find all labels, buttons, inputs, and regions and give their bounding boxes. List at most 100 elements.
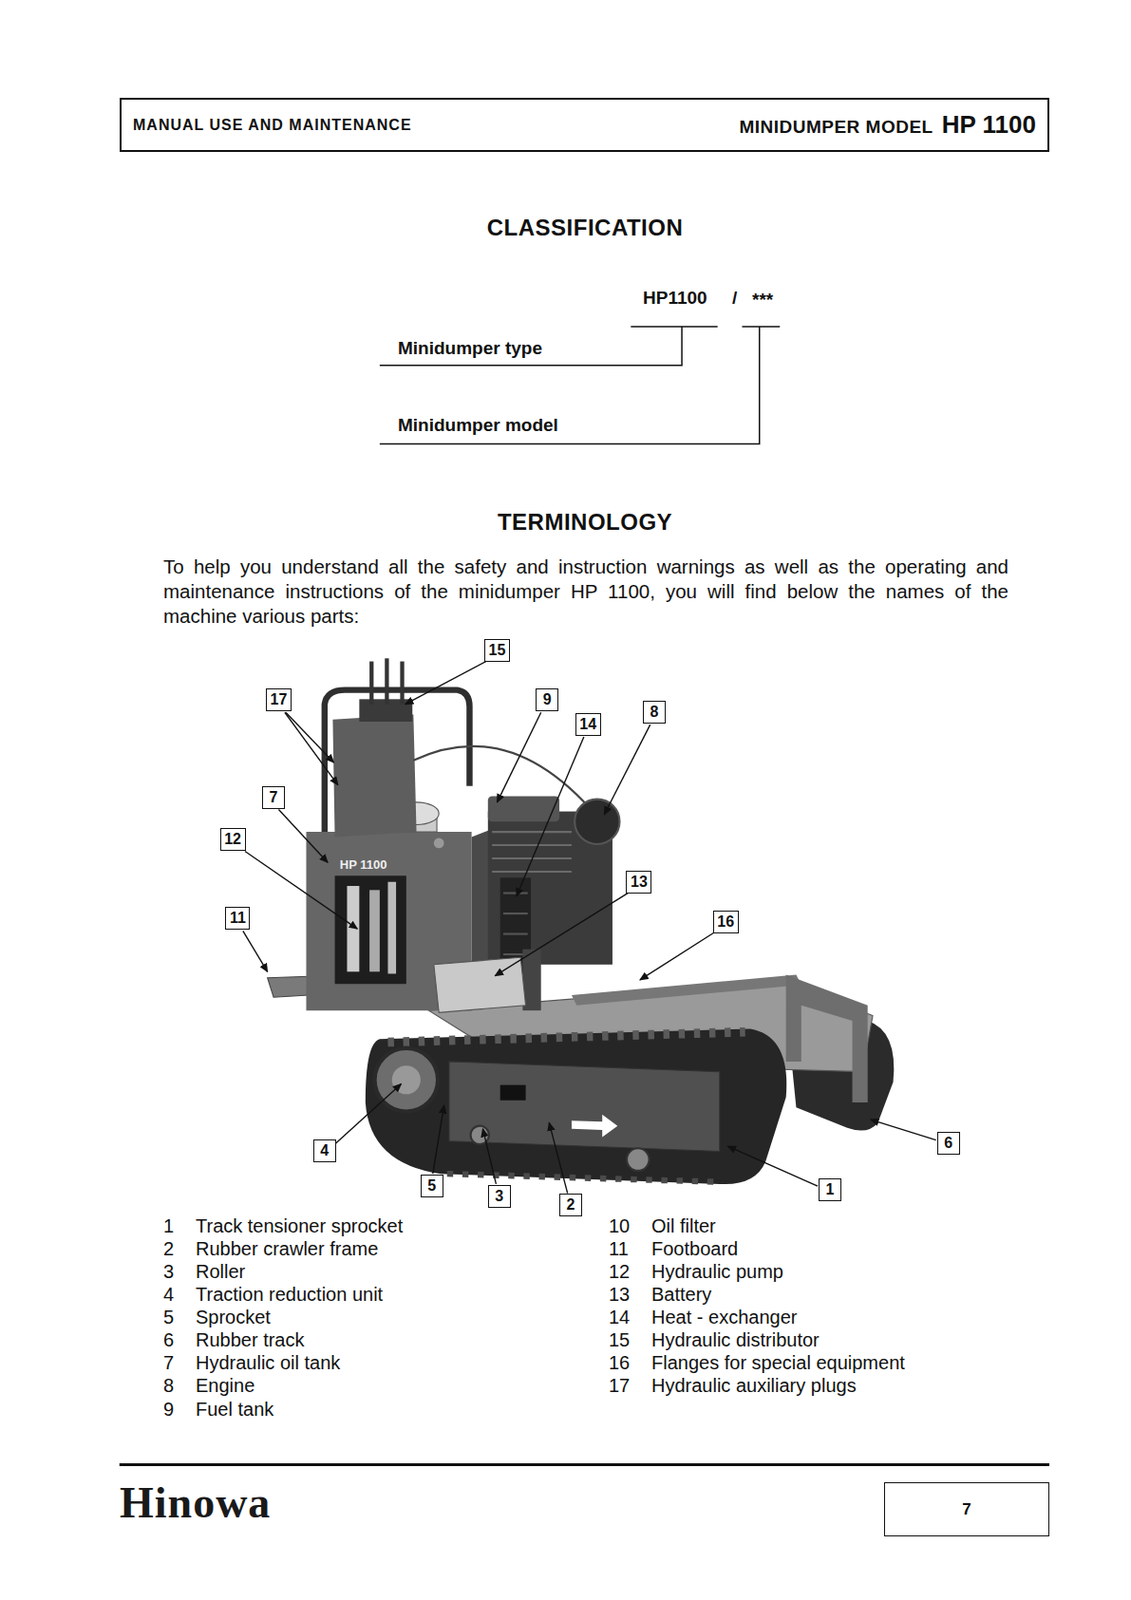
callout-number: 3: [494, 1187, 504, 1206]
page-number-box: 7: [884, 1482, 1050, 1537]
part-name: Battery: [651, 1282, 712, 1306]
heat-exchanger-fin: [503, 932, 528, 935]
callout-number: 9: [543, 691, 552, 709]
lever: [371, 658, 402, 704]
part-number: 7: [163, 1351, 174, 1375]
callout-number: 15: [484, 639, 510, 662]
part-number: 5: [163, 1305, 174, 1329]
reduction-unit: [392, 1065, 421, 1094]
heat-exchanger-fin: [503, 912, 528, 915]
direction-arrow: [571, 1114, 618, 1138]
callout-number: 17: [270, 691, 288, 709]
pump-window: [335, 875, 407, 984]
engine-fin: [491, 870, 572, 873]
header-model-number: HP 1100: [942, 99, 1037, 151]
part-name: Hydraulic auxiliary plugs: [651, 1374, 857, 1397]
bracket-caption: Minidumper type: [397, 338, 543, 359]
brand-logo: Hinowa: [119, 1477, 271, 1528]
engine-fin: [491, 831, 572, 872]
classification-bracket: [379, 326, 760, 445]
part-name: Hydraulic oil tank: [195, 1351, 340, 1375]
part-number: 10: [608, 1214, 630, 1238]
callout-number: 8: [650, 703, 660, 721]
header-model: MINIDUMPER MODEL: [738, 101, 933, 152]
part-number: 13: [608, 1282, 630, 1306]
crawler-frame: [449, 1061, 720, 1152]
leader-line: [278, 809, 328, 863]
engine-fin: [491, 830, 572, 833]
type-code: /: [732, 287, 737, 309]
part-number: 16: [608, 1351, 630, 1375]
machine-plate: HP 1100: [338, 857, 390, 872]
part-name: Flanges for special equipment: [651, 1351, 905, 1375]
part-number: 6: [163, 1328, 174, 1352]
callout-number: 13: [625, 870, 652, 894]
callout-number: 12: [224, 830, 242, 849]
callout-number: 4: [320, 1142, 329, 1160]
roller: [626, 1148, 650, 1171]
part-number: 9: [163, 1397, 174, 1421]
part-name: Oil filter: [651, 1214, 717, 1238]
leader-line: [548, 1122, 567, 1193]
lever: [399, 661, 404, 705]
rubber-track: [365, 1029, 787, 1186]
part-number: 2: [163, 1237, 174, 1261]
lever: [384, 658, 389, 704]
leader-line: [494, 893, 628, 977]
leader-line: [405, 661, 487, 705]
part-number: 15: [608, 1328, 630, 1352]
part-name: Track tensioner sprocket: [195, 1214, 403, 1238]
pump-part: [387, 882, 396, 975]
callout-number: 1: [825, 1181, 834, 1199]
callout-number: 7: [262, 786, 285, 810]
frame-slot: [500, 1085, 527, 1101]
leader-line: [284, 712, 339, 785]
part-name: Rubber track: [195, 1328, 305, 1352]
section-heading: TERMINOLOGY: [395, 508, 775, 536]
part-number: 1: [163, 1214, 174, 1238]
pump-part: [369, 889, 380, 972]
part-number: 11: [608, 1237, 629, 1261]
leader-line: [482, 1129, 496, 1185]
callout-number: 16: [713, 910, 739, 934]
part-name: Rubber crawler frame: [195, 1237, 378, 1261]
intro-paragraph: To help you understand all the safety an…: [163, 554, 1009, 629]
header-box: MANUAL USE AND MAINTENANCEMINIDUMPER MOD…: [119, 97, 1050, 152]
classification-bracket: [379, 326, 682, 366]
reduction-unit: [374, 1048, 438, 1113]
callout-number: 11: [229, 909, 246, 927]
footer-rule: [119, 1463, 1050, 1467]
engine-fin: [491, 844, 572, 847]
heat-exchanger-fin: [503, 891, 528, 894]
callout-number: 11: [225, 906, 250, 930]
part-name: Sprocket: [195, 1305, 271, 1329]
leader-line: [603, 724, 650, 815]
type-code: ***: [752, 289, 773, 311]
callout-number: 9: [535, 688, 559, 712]
heat-exchanger-fin: [503, 893, 528, 955]
leader-line: [640, 932, 714, 980]
part-number: 3: [163, 1260, 174, 1283]
leader-line: [727, 1146, 818, 1187]
leader-line: [516, 736, 585, 897]
leader-line: [496, 712, 541, 803]
machine-illustration: [267, 658, 895, 1185]
leader-line: [335, 1084, 402, 1145]
callout-number: 5: [420, 1174, 444, 1198]
callout-number: 2: [565, 1196, 575, 1214]
bolt: [433, 838, 445, 849]
callout-number: 6: [937, 1131, 961, 1155]
part-name: Footboard: [651, 1237, 738, 1261]
part-number: 12: [608, 1260, 630, 1283]
leader-line: [243, 930, 268, 972]
callout-number: 13: [630, 873, 648, 891]
bracket-caption: Minidumper model: [397, 414, 559, 436]
page-number: 7: [961, 1500, 971, 1520]
callout-number: 15: [489, 641, 507, 660]
callout-number: 14: [575, 713, 602, 736]
control-panel: [332, 714, 416, 837]
leader-line: [870, 1119, 937, 1140]
recoil-starter: [574, 799, 620, 845]
part-number: 17: [608, 1374, 630, 1397]
